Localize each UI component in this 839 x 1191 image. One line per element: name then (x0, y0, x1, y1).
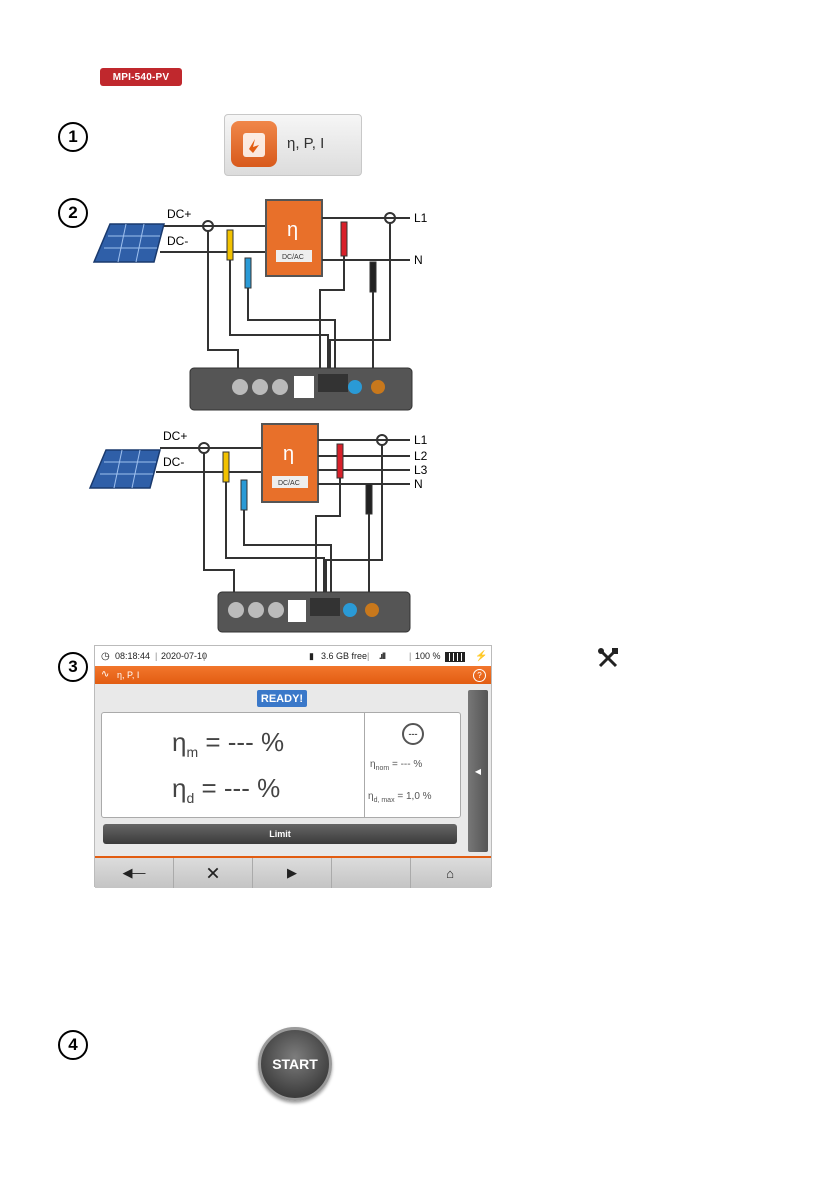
sd-card-icon: ▮ (309, 651, 314, 662)
screen-title: η, P, I (117, 670, 139, 680)
eta-d-result: ηd = --- % (172, 773, 280, 806)
inverter-icon: η DC/AC (262, 424, 318, 502)
red-probe-icon (337, 444, 343, 478)
play-button[interactable]: ▶ (253, 858, 332, 888)
settings-tools-icon (206, 866, 220, 880)
solar-panel-icon (90, 450, 160, 488)
l1-label: L1 (414, 433, 428, 447)
home-icon: ⌂ (446, 866, 454, 881)
step-3-number: 3 (58, 652, 88, 682)
arrow-left-icon: ◀ (475, 767, 481, 776)
storage-text: 3.6 GB free (321, 651, 367, 661)
settings-button[interactable] (174, 858, 253, 888)
limit-button[interactable]: Limit (103, 824, 457, 844)
l3-label: L3 (414, 463, 428, 477)
dc-minus-label: DC- (163, 455, 184, 469)
step-4-number: 4 (58, 1030, 88, 1060)
plug-icon: ⚡ (475, 651, 487, 662)
inverter-symbol: η (283, 443, 294, 465)
time-text: 08:18:44 (115, 651, 150, 661)
results-panel: ηm = --- % ηd = --- % --- ηnom = --- % η… (101, 712, 461, 818)
single-phase-connection-diagram: DC+ DC- η DC/AC L1 N (90, 190, 450, 415)
inverter-icon: η DC/AC (266, 200, 322, 276)
start-button[interactable]: START (258, 1027, 332, 1101)
black-probe-icon (370, 262, 376, 292)
empty-toolbar-button[interactable] (332, 858, 411, 888)
l1-label: L1 (414, 211, 428, 225)
eta-d-max-result: ηd, max = 1,0 % (368, 791, 432, 804)
inverter-symbol: η (287, 219, 298, 241)
status-bar: ◷ 08:18:44 | 2020-07-10 | ▮ 3.6 GB free … (95, 646, 491, 666)
home-button[interactable]: ⌂ (411, 858, 489, 888)
side-panel-toggle[interactable]: ◀ (468, 690, 488, 852)
clock-icon: ◷ (101, 651, 110, 662)
meter-screen: ◷ 08:18:44 | 2020-07-10 | ▮ 3.6 GB free … (94, 645, 492, 887)
blue-probe-icon (245, 258, 251, 288)
meter-device-icon (190, 368, 412, 410)
back-arrow-icon: ◀— (123, 865, 146, 881)
meter-device-icon (218, 592, 410, 632)
battery-percent: 100 % (415, 651, 441, 661)
settings-tools-icon (596, 646, 620, 670)
yellow-probe-icon (227, 230, 233, 260)
eta-nom-result: ηnom = --- % (370, 759, 422, 772)
screen-titlebar: ∿ η, P, I ? (95, 666, 491, 684)
back-button[interactable]: ◀— (95, 858, 174, 888)
solar-panel-icon (94, 224, 164, 262)
efficiency-icon (231, 121, 277, 167)
n-label: N (414, 477, 423, 491)
help-icon[interactable]: ? (473, 669, 486, 682)
red-probe-icon (341, 222, 347, 256)
dc-minus-label: DC- (167, 234, 188, 248)
blue-probe-icon (241, 480, 247, 510)
inverter-label: DC/AC (278, 480, 300, 487)
three-phase-connection-diagram: DC+ DC- η DC/AC L1 L2 L3 N (86, 420, 446, 645)
n-label: N (414, 253, 423, 267)
eta-m-result: ηm = --- % (172, 727, 284, 760)
result-status-icon: --- (402, 723, 424, 745)
bottom-toolbar: ◀— ▶ ⌂ (95, 856, 491, 888)
panel-divider (364, 713, 365, 817)
l2-label: L2 (414, 449, 428, 463)
inverter-label: DC/AC (282, 254, 304, 261)
step-1-number: 1 (58, 122, 88, 152)
dc-plus-label: DC+ (167, 207, 191, 221)
date-text: 2020-07-10 (161, 651, 207, 661)
battery-icon (445, 652, 465, 662)
efficiency-measurement-tile[interactable]: η, P, I (224, 114, 362, 176)
dc-plus-label: DC+ (163, 429, 187, 443)
yellow-probe-icon (223, 452, 229, 482)
signal-icon: .ıll (379, 651, 385, 661)
black-probe-icon (366, 484, 372, 514)
ready-badge: READY! (257, 690, 307, 707)
tile-label: η, P, I (287, 135, 324, 152)
play-icon: ▶ (287, 865, 297, 881)
model-badge: MPI-540-PV (100, 68, 182, 86)
waveform-icon: ∿ (101, 669, 109, 680)
step-2-number: 2 (58, 198, 88, 228)
